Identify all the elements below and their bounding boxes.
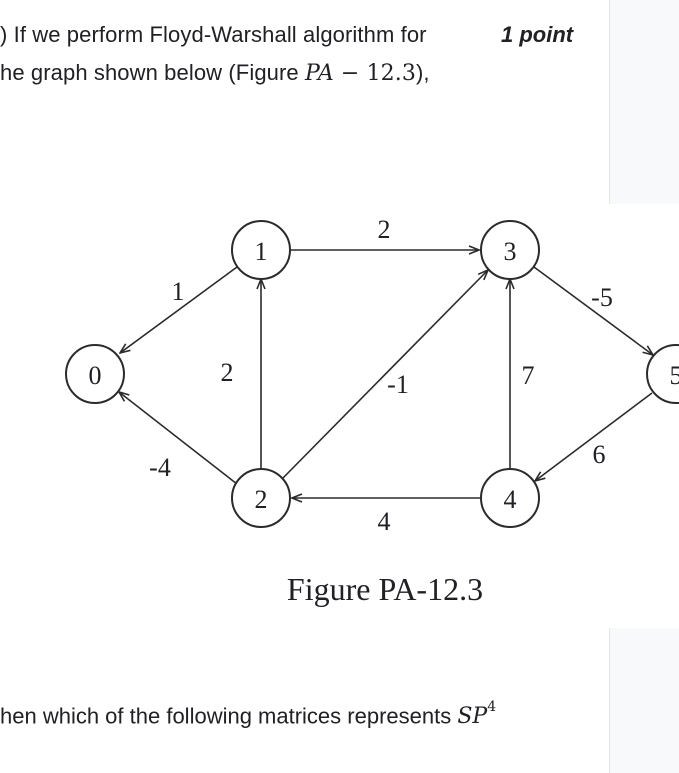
question-text-1: ) If we perform Floyd-Warshall algorithm… [0, 22, 427, 47]
figure-caption: Figure PA-12.3 [287, 571, 483, 607]
edge-5-to-4 [535, 392, 653, 481]
node-2: 2 [231, 468, 291, 528]
points-label: 1 point [501, 22, 574, 47]
question-line-3: hen which of the following matrices repr… [0, 699, 496, 730]
weight-3-to-5: -5 [591, 283, 613, 312]
edge-3-to-5 [533, 266, 653, 355]
weight-4-to-3: 7 [522, 361, 535, 390]
question-text-2-suffix: ), [415, 60, 430, 85]
node-1: 1 [231, 220, 291, 280]
matrix-symbol: SP [457, 704, 488, 730]
node-0: 0 [65, 344, 125, 404]
question-line-2: he graph shown below (Figure PA − 12.3), [0, 60, 430, 86]
math-number: − 12.3 [333, 61, 416, 86]
question-text-3: hen which of the following matrices repr… [0, 703, 458, 729]
node-0-label: 0 [89, 361, 102, 390]
math-variable: PA [304, 61, 334, 86]
matrix-superscript: 4 [487, 699, 497, 715]
weight-2-to-0: -4 [149, 453, 171, 482]
edge-1-to-0 [120, 266, 238, 353]
edge-2-to-3 [282, 270, 488, 479]
weight-4-to-2: 4 [378, 507, 391, 536]
side-panel-top [609, 0, 679, 204]
side-panel-bottom [609, 628, 679, 773]
weight-2-to-1: 2 [221, 358, 234, 387]
node-4: 4 [480, 468, 540, 528]
weight-2-to-3: -1 [387, 370, 409, 399]
node-1-label: 1 [255, 237, 268, 266]
node-2-label: 2 [255, 485, 268, 514]
weight-1-to-3: 2 [378, 215, 391, 244]
node-3-label: 3 [504, 237, 517, 266]
question-line-1: ) If we perform Floyd-Warshall algorithm… [0, 22, 427, 48]
weight-5-to-4: 6 [593, 440, 606, 469]
figure-reference-math: PA − 12.3 [305, 61, 416, 86]
question-text-2-prefix: he graph shown below (Figure [0, 60, 305, 85]
node-4-label: 4 [504, 485, 517, 514]
weight-1-to-0: 1 [172, 277, 185, 306]
graph-figure: 0 1 2 3 4 5 1 2 2 -4 -1 4 7 -5 6 Figure … [65, 215, 679, 607]
node-3: 3 [480, 220, 540, 280]
matrix-reference-math: SP4 [457, 699, 496, 730]
node-5-label: 5 [670, 361, 679, 390]
edge-2-to-0 [119, 392, 238, 485]
node-5: 5 [646, 344, 679, 404]
